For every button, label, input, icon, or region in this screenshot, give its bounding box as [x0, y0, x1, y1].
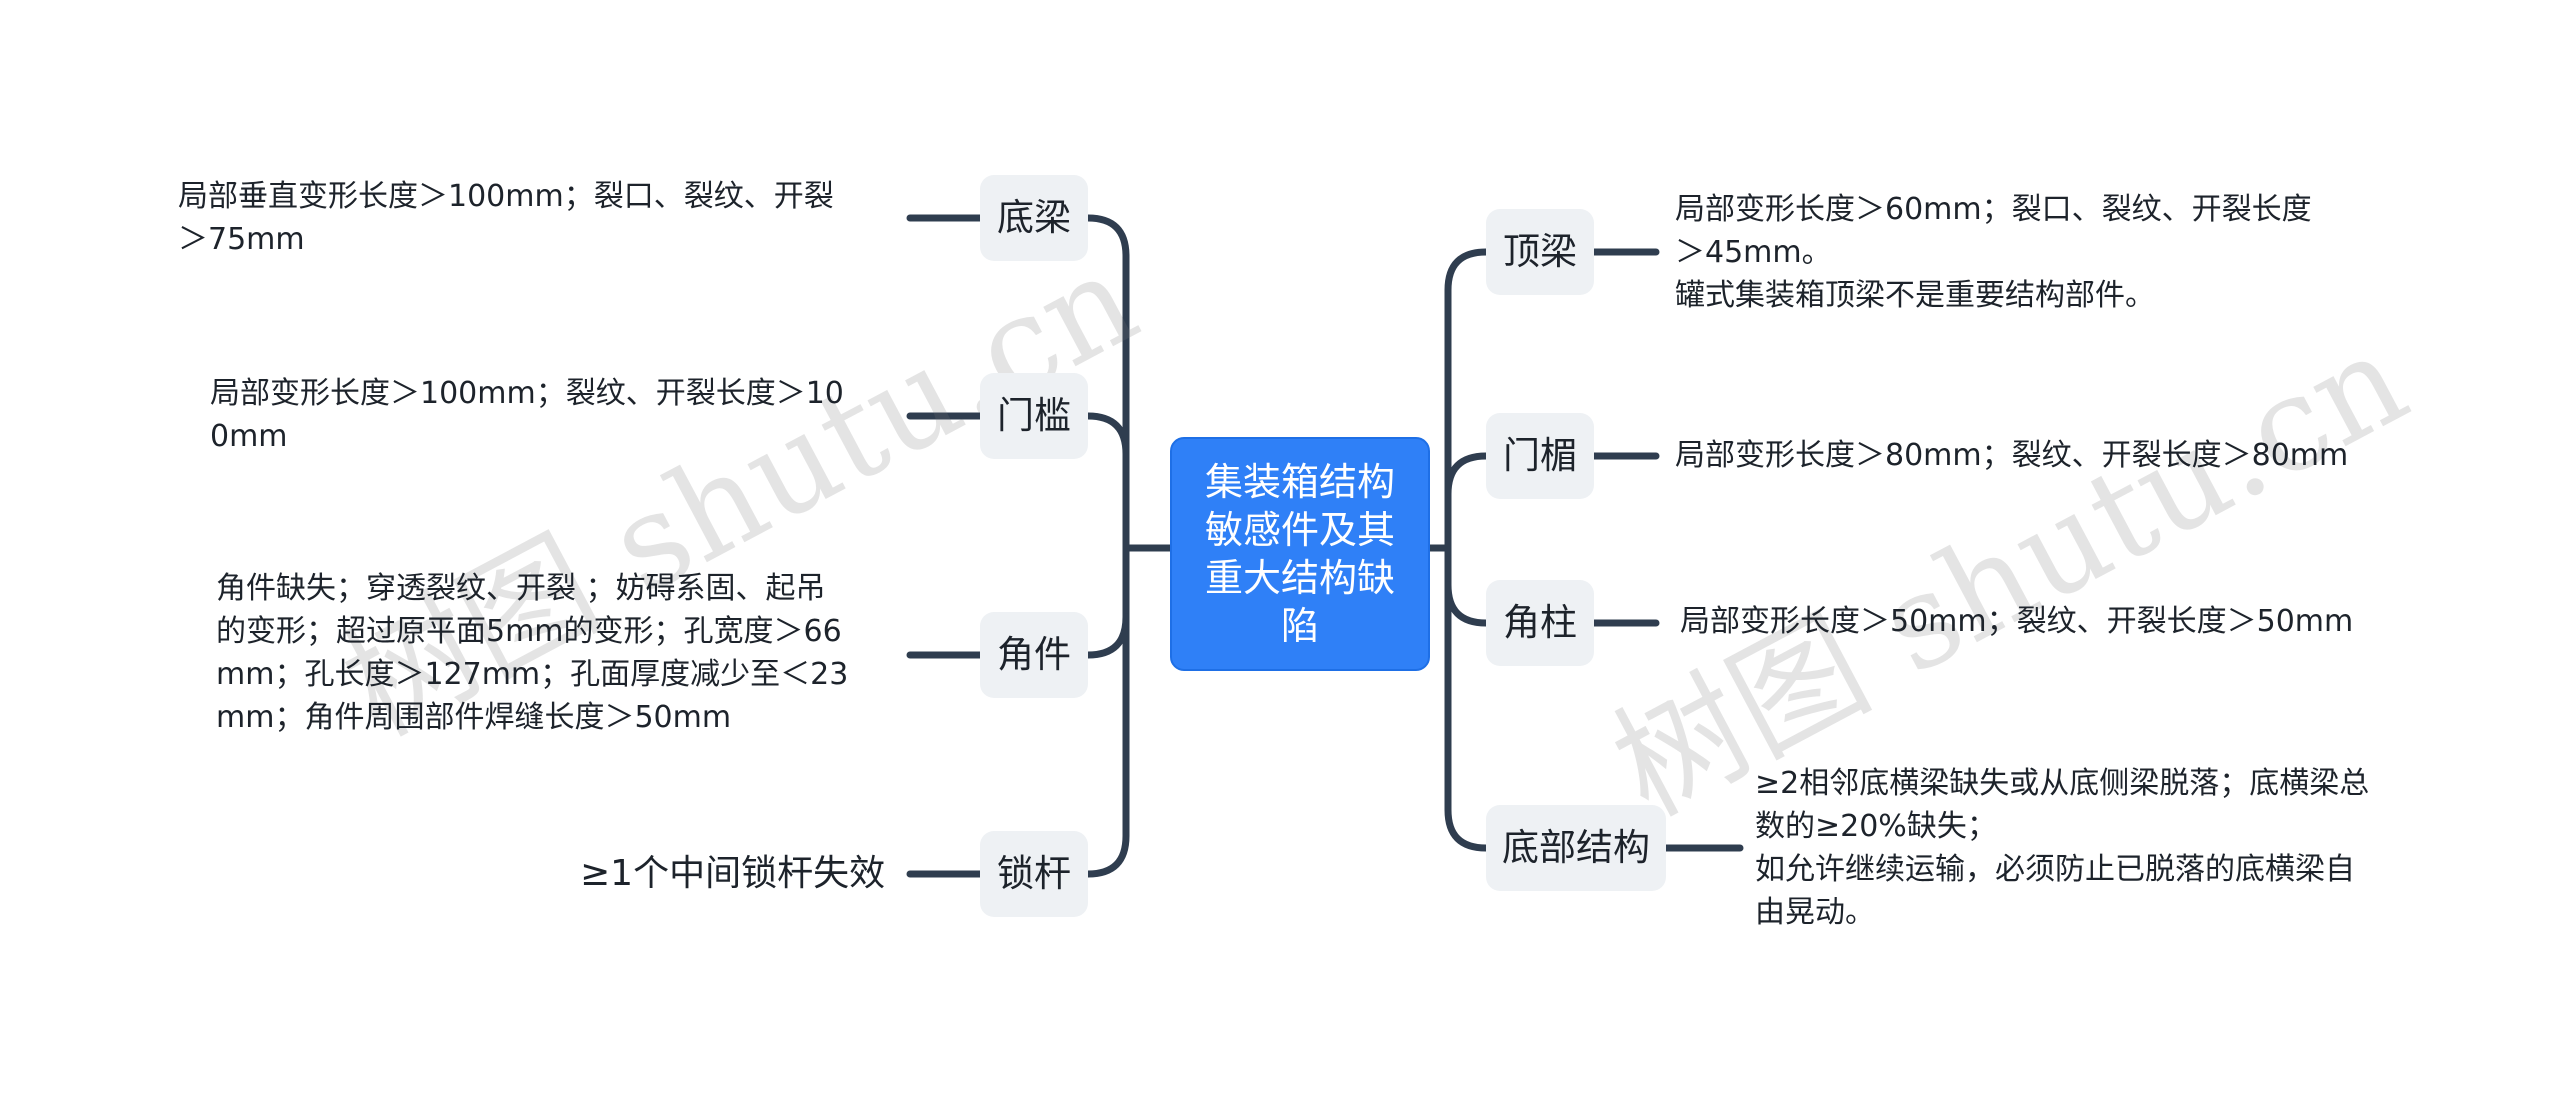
branch-jiaojian[interactable]: 角件 — [980, 612, 1088, 698]
leaf-line: ＞45mm。 — [1675, 235, 1832, 270]
leaf-line: 局部变形长度＞50mm；裂纹、开裂长度＞50mm — [1680, 604, 2354, 639]
leaf-suogan[interactable]: ≥1个中间锁杆失效 — [580, 851, 885, 897]
root-topic-label: 集装箱结构敏感件及其重大结构缺陷 — [1204, 460, 1395, 648]
leaf-line: 局部垂直变形长度＞100mm；裂口、裂纹、开裂 — [178, 179, 834, 214]
leaf-line: mm；角件周围部件焊缝长度＞50mm — [216, 700, 732, 735]
leaf-line: ≥1个中间锁杆失效 — [580, 853, 886, 894]
root-topic[interactable]: 集装箱结构敏感件及其重大结构缺陷 — [1170, 437, 1430, 671]
leaf-menkan[interactable]: 局部变形长度＞100mm；裂纹、开裂长度＞10 0mm — [210, 372, 844, 458]
branch-label: 顶梁 — [1503, 230, 1577, 273]
leaf-line: 数的≥20%缺失； — [1755, 809, 1997, 844]
connector-right-2 — [1444, 452, 1490, 498]
branch-menmei[interactable]: 门楣 — [1486, 413, 1594, 499]
leaf-line: mm；孔长度＞127mm；孔面厚度减少至＜23 — [216, 657, 849, 692]
branch-label: 底梁 — [997, 196, 1071, 239]
connector-left-spine — [1084, 214, 1130, 878]
leaf-line: 罐式集装箱顶梁不是重要结构部件。 — [1675, 278, 2155, 313]
leaf-dilian[interactable]: 局部垂直变形长度＞100mm；裂口、裂纹、开裂 ＞75mm — [178, 175, 834, 261]
leaf-line: 的变形；超过原平面5mm的变形；孔宽度＞66 — [216, 614, 842, 649]
branch-dilian[interactable]: 底梁 — [980, 175, 1088, 261]
branch-menkan[interactable]: 门槛 — [980, 373, 1088, 459]
connector-right-3 — [1444, 581, 1490, 627]
branch-dingliang[interactable]: 顶梁 — [1486, 209, 1594, 295]
leaf-dingliang[interactable]: 局部变形长度＞60mm；裂口、裂纹、开裂长度 ＞45mm。 罐式集装箱顶梁不是重… — [1675, 188, 2312, 317]
branch-label: 锁杆 — [997, 852, 1071, 895]
leaf-line: ≥2相邻底横梁缺失或从底侧梁脱落；底横梁总 — [1755, 766, 2370, 801]
branch-label: 角柱 — [1503, 601, 1577, 644]
leaf-line: 如允许继续运输，必须防止已脱落的底横梁自 — [1755, 852, 2355, 887]
leaf-line: 局部变形长度＞100mm；裂纹、开裂长度＞10 — [210, 376, 844, 411]
branch-jiaozhu[interactable]: 角柱 — [1486, 580, 1594, 666]
connector-right-spine — [1444, 248, 1490, 852]
leaf-jiaojian[interactable]: 角件缺失；穿透裂纹、开裂 ；妨碍系固、起吊 的变形；超过原平面5mm的变形；孔宽… — [216, 567, 848, 739]
branch-label: 门槛 — [997, 394, 1071, 437]
branch-label: 底部结构 — [1502, 826, 1650, 869]
leaf-jiaozhu[interactable]: 局部变形长度＞50mm；裂纹、开裂长度＞50mm — [1680, 600, 2353, 643]
branch-label: 角件 — [997, 633, 1071, 676]
branch-dibujiegou[interactable]: 底部结构 — [1486, 805, 1666, 891]
branch-label: 门楣 — [1503, 434, 1577, 477]
connector-left-3 — [1084, 613, 1130, 659]
leaf-line: 局部变形长度＞60mm；裂口、裂纹、开裂长度 — [1675, 192, 2312, 227]
connector-left-2 — [1084, 412, 1130, 458]
leaf-line: 角件缺失；穿透裂纹、开裂 ；妨碍系固、起吊 — [216, 571, 826, 606]
leaf-line: ＞75mm — [178, 222, 305, 257]
leaf-menmei[interactable]: 局部变形长度＞80mm；裂纹、开裂长度＞80mm — [1675, 434, 2348, 477]
leaf-line: 0mm — [210, 419, 288, 454]
leaf-line: 由晃动。 — [1755, 895, 1875, 930]
leaf-line: 局部变形长度＞80mm；裂纹、开裂长度＞80mm — [1675, 438, 2349, 473]
leaf-dibujiegou[interactable]: ≥2相邻底横梁缺失或从底侧梁脱落；底横梁总 数的≥20%缺失； 如允许继续运输，… — [1755, 762, 2369, 934]
branch-suogan[interactable]: 锁杆 — [980, 831, 1088, 917]
